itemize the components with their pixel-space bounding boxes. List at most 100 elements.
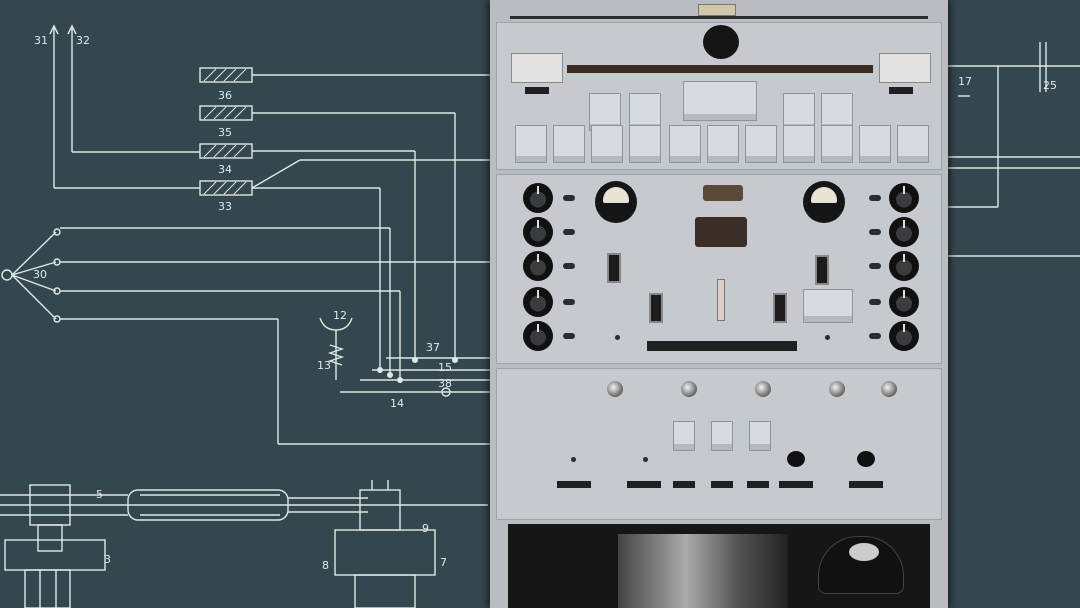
grey-block <box>803 289 853 323</box>
label-31: 31 <box>34 34 48 47</box>
push-key-1[interactable] <box>673 421 695 451</box>
knob-left-5[interactable] <box>523 321 553 351</box>
knob-right-3[interactable] <box>889 251 919 281</box>
knob-left-1[interactable] <box>523 183 553 213</box>
label-7: 7 <box>440 556 447 569</box>
switch-right-upper[interactable] <box>815 255 829 285</box>
knob-right-2[interactable] <box>889 217 919 247</box>
lever-handle[interactable] <box>717 279 725 321</box>
knob-left-2[interactable] <box>523 217 553 247</box>
label-37: 37 <box>426 341 440 354</box>
lamp-3 <box>755 381 771 397</box>
label-38: 38 <box>438 377 452 390</box>
key-lower-3[interactable] <box>591 125 623 163</box>
key-panel <box>496 22 942 170</box>
black-button-2[interactable] <box>857 451 875 467</box>
pilot-left-2 <box>563 229 575 235</box>
black-button-1[interactable] <box>787 451 805 467</box>
key-lower-10[interactable] <box>859 125 891 163</box>
label-12: 12 <box>333 309 347 322</box>
knob-right-1[interactable] <box>889 183 919 213</box>
label-25: 25 <box>1043 79 1057 92</box>
key-lower-11[interactable] <box>897 125 929 163</box>
key-lower-5[interactable] <box>669 125 701 163</box>
lamp-panel <box>496 368 942 520</box>
label-14: 14 <box>390 397 404 410</box>
led-lamp-2 <box>643 457 648 462</box>
pilot-right-5 <box>869 333 881 339</box>
center-housing <box>683 81 757 121</box>
knob-right-5[interactable] <box>889 321 919 351</box>
key-upper-3[interactable] <box>783 93 815 131</box>
led-lamp-1 <box>571 457 576 462</box>
pilot-right-2 <box>869 229 881 235</box>
cabinet-photo <box>490 0 948 608</box>
lamp-1 <box>607 381 623 397</box>
knob-right-4[interactable] <box>889 287 919 317</box>
label-13: 13 <box>317 359 331 372</box>
label-36: 36 <box>218 89 232 102</box>
rail <box>567 65 873 73</box>
reel-drum <box>618 534 788 608</box>
label-33: 33 <box>218 200 232 213</box>
vu-meter-icon <box>595 181 637 223</box>
label-9: 9 <box>422 522 429 535</box>
key-lower-8[interactable] <box>783 125 815 163</box>
label-17: 17 <box>958 75 972 88</box>
left-plate <box>525 87 549 94</box>
key-lower-6[interactable] <box>707 125 739 163</box>
pilot-left-4 <box>563 299 575 305</box>
plate-2 <box>627 481 661 488</box>
label-8: 8 <box>322 559 329 572</box>
pilot-right-3 <box>869 263 881 269</box>
key-upper-2[interactable] <box>629 93 661 131</box>
label-30: 30 <box>33 268 47 281</box>
badge <box>698 4 736 16</box>
lamp-5 <box>881 381 897 397</box>
label-35: 35 <box>218 126 232 139</box>
label-3: 3 <box>104 553 111 566</box>
label-32: 32 <box>76 34 90 47</box>
switch-right-lower[interactable] <box>773 293 787 323</box>
right-plate <box>889 87 913 94</box>
lamp-4 <box>829 381 845 397</box>
key-lower-7[interactable] <box>745 125 777 163</box>
label-15: 15 <box>438 361 452 374</box>
rotary-telephone-icon <box>818 536 904 594</box>
knob-left-4[interactable] <box>523 287 553 317</box>
label-5: 5 <box>96 488 103 501</box>
key-upper-1[interactable] <box>589 93 621 131</box>
control-panel <box>496 174 942 364</box>
switch-left-upper[interactable] <box>607 253 621 283</box>
key-lower-2[interactable] <box>553 125 585 163</box>
plate-7 <box>849 481 883 488</box>
led-left <box>615 335 620 340</box>
vu-meter-icon <box>803 181 845 223</box>
top-dial-icon <box>703 25 739 59</box>
key-cluster[interactable] <box>695 217 747 247</box>
pilot-left-5 <box>563 333 575 339</box>
pilot-left-1 <box>563 195 575 201</box>
key-lower-9[interactable] <box>821 125 853 163</box>
lamp-2 <box>681 381 697 397</box>
plate-6 <box>779 481 813 488</box>
top-slot <box>510 16 928 19</box>
right-fuse-block <box>879 53 931 83</box>
led-right <box>825 335 830 340</box>
switch-left-lower[interactable] <box>649 293 663 323</box>
pilot-left-3 <box>563 263 575 269</box>
plate-1 <box>557 481 591 488</box>
toggle-cluster[interactable] <box>703 185 743 201</box>
pilot-right-1 <box>869 195 881 201</box>
open-compartment <box>508 524 930 608</box>
key-lower-4[interactable] <box>629 125 661 163</box>
knob-left-3[interactable] <box>523 251 553 281</box>
plate-3 <box>673 481 695 488</box>
key-lower-1[interactable] <box>515 125 547 163</box>
plate-5 <box>747 481 769 488</box>
push-key-3[interactable] <box>749 421 771 451</box>
left-fuse-block <box>511 53 563 83</box>
push-key-2[interactable] <box>711 421 733 451</box>
label-34: 34 <box>218 163 232 176</box>
